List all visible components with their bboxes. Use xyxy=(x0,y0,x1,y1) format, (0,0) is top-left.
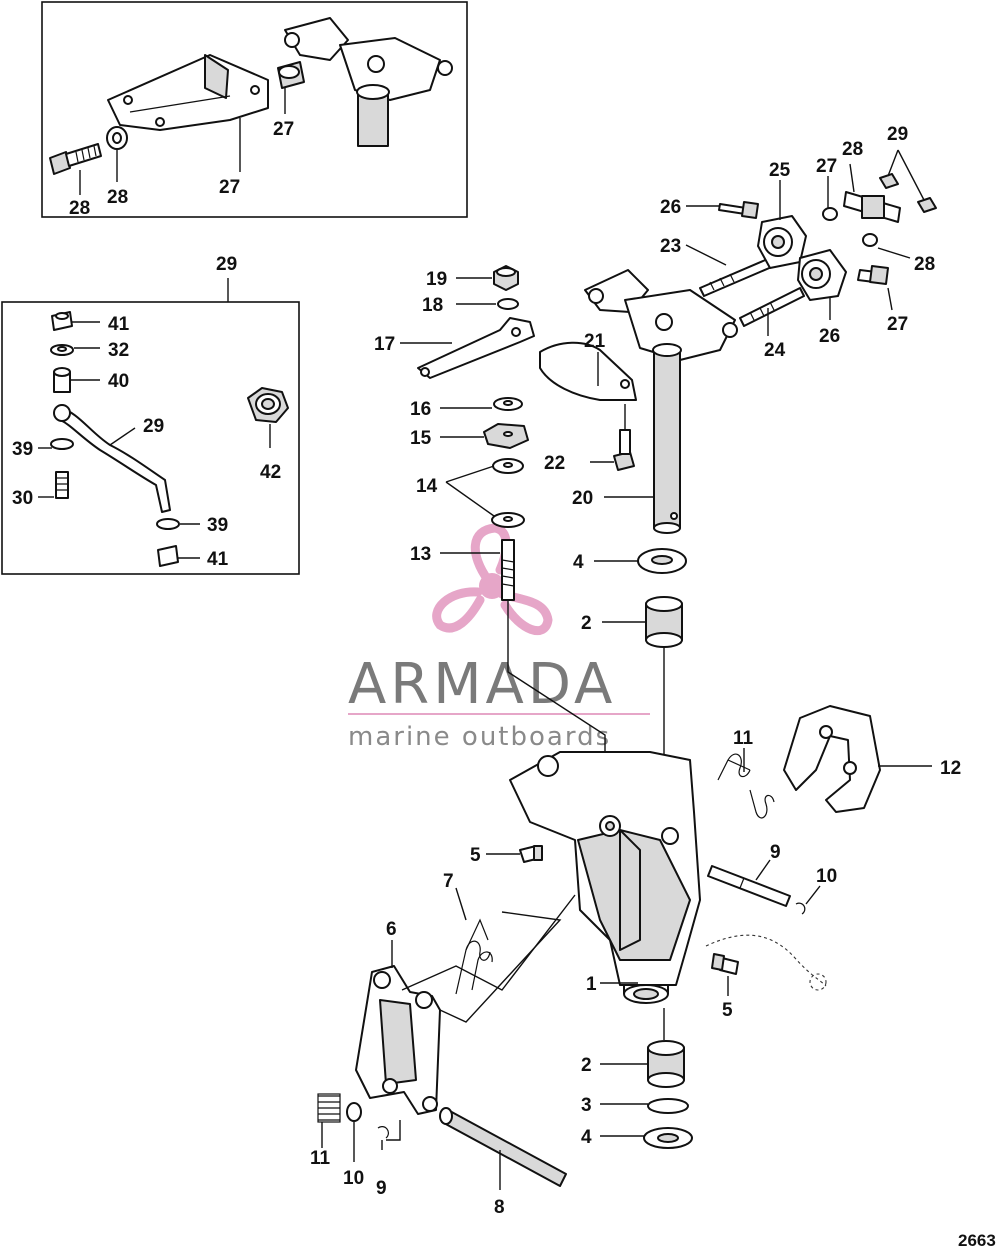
linkage-inset-parts xyxy=(38,311,289,567)
callout-4-top: 4 xyxy=(573,552,584,573)
callout-27-bottom: 26 xyxy=(819,326,840,347)
callout-39-top: 32 xyxy=(108,340,129,361)
callout-39-bottom: 39 xyxy=(207,515,228,536)
callout-26-bottom: 24 xyxy=(764,340,786,361)
callout-4-bottom: 4 xyxy=(581,1127,592,1148)
callout-15: 12 xyxy=(940,758,961,779)
callout-12: 9 xyxy=(770,842,781,863)
callout-21: 18 xyxy=(422,295,443,316)
callout-28-right: 27 xyxy=(887,314,908,335)
callout-34: 28 xyxy=(69,198,90,219)
callout-9: 9 xyxy=(376,1178,387,1199)
callout-24: 21 xyxy=(584,331,606,352)
watermark-tagline: marine outboards xyxy=(348,722,611,752)
callout-1: 1 xyxy=(586,974,597,995)
callout-11: 11 xyxy=(310,1148,331,1169)
callout-30: 28 xyxy=(842,139,863,160)
inset-top-parts xyxy=(49,17,453,195)
callout-27-top: 25 xyxy=(769,160,791,181)
callout-13: 10 xyxy=(816,866,837,887)
callout-42: 42 xyxy=(260,462,281,483)
callout-29-top: 27 xyxy=(816,156,837,177)
inset-box-top xyxy=(41,1,468,218)
callout-40: 40 xyxy=(108,371,129,392)
callout-41-top: 41 xyxy=(108,314,130,335)
watermark-brand: ARMADA xyxy=(348,652,616,717)
callout-3: 3 xyxy=(581,1095,592,1116)
callout-32: 27 xyxy=(219,177,240,198)
callout-8: 8 xyxy=(494,1197,505,1218)
callout-41-bottom: 41 xyxy=(207,549,229,570)
callout-38: 30 xyxy=(12,488,33,509)
document-number: 2663 xyxy=(958,1231,996,1250)
callout-5-right: 5 xyxy=(722,1000,733,1021)
callout-10: 10 xyxy=(343,1168,364,1189)
callout-39-left: 39 xyxy=(12,439,33,460)
callout-28-left: 26 xyxy=(660,197,681,218)
inset-box-linkage xyxy=(1,301,300,575)
callout-25: 22 xyxy=(544,453,565,474)
callout-26-top: 23 xyxy=(660,236,681,257)
callout-numbers: 28 28 27 27 29 41 32 40 29 39 30 39 41 4… xyxy=(12,119,961,1218)
callout-33: 27 xyxy=(273,119,294,140)
callout-19: 16 xyxy=(410,399,431,420)
callout-29-right: 28 xyxy=(914,254,935,275)
callout-6: 6 xyxy=(386,919,397,940)
callout-18: 15 xyxy=(410,428,432,449)
callout-23: 20 xyxy=(572,488,593,509)
callout-2-bottom: 2 xyxy=(581,1055,592,1076)
callout-22: 19 xyxy=(426,269,447,290)
main-assembly-parts xyxy=(317,173,937,1187)
propeller-hub-icon xyxy=(479,573,505,599)
callout-leaders xyxy=(321,149,932,1190)
callout-20: 17 xyxy=(374,334,395,355)
callout-35: 28 xyxy=(107,187,128,208)
callout-7: 7 xyxy=(443,871,454,892)
callout-14: 11 xyxy=(733,728,754,749)
callout-37: 29 xyxy=(143,416,164,437)
callout-2-top: 2 xyxy=(581,613,592,634)
callout-17: 14 xyxy=(416,476,438,497)
callout-31: 29 xyxy=(887,124,908,145)
callout-5-left: 5 xyxy=(470,845,481,866)
callout-16: 13 xyxy=(410,544,431,565)
callout-36: 29 xyxy=(216,254,237,275)
armada-logo: ARMADA marine outboards xyxy=(348,523,650,752)
